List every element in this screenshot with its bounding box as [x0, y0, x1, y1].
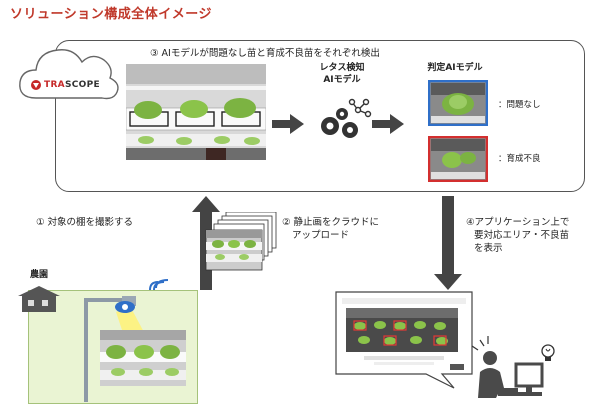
uploaded-photos-stack	[205, 212, 277, 271]
step1-label: ① 対象の棚を撮影する	[36, 217, 134, 228]
page-title: ソリューション構成全体イメージ	[10, 7, 212, 22]
arrow-down	[434, 196, 462, 290]
step4-label-line3: を表示	[474, 243, 503, 254]
farm-house-icon	[18, 286, 60, 312]
lettuce-detection-model-label: レタス検知 AIモデル	[319, 63, 365, 85]
step3-label: ③ AIモデルが問題なし苗と育成不良苗をそれぞれ検出	[150, 48, 380, 59]
trascope-logo-icon	[31, 80, 41, 90]
result-ng-label: ：育成不良	[498, 154, 541, 164]
result-ok-label: ：問題なし	[498, 100, 541, 110]
arrow-right-2	[372, 114, 404, 134]
trascope-logo: TRASCOPE	[44, 80, 100, 90]
judge-model-title: 判定AIモデル	[427, 63, 483, 73]
lettuce-rack-photo	[126, 64, 266, 160]
ai-gears-icon	[321, 98, 372, 138]
result-ng-image	[428, 136, 488, 182]
camera-icon	[115, 301, 135, 313]
app-screen-bubble	[335, 291, 473, 389]
result-ok-image	[428, 80, 488, 126]
logo-suffix: SCOPE	[64, 80, 100, 90]
arrow-right-1	[272, 114, 304, 134]
cloud-icon	[19, 49, 119, 100]
farm-rack-photo	[100, 330, 186, 386]
farm-label: 農園	[30, 270, 49, 280]
logo-prefix: TRA	[44, 80, 65, 90]
user-at-computer-icon	[471, 336, 544, 398]
step2-label-line1: ② 静止画をクラウドに	[282, 217, 380, 228]
step4-label-line2: 要対応エリア・不良苗	[474, 230, 570, 241]
wifi-icon	[149, 279, 168, 291]
step4-label-line1: ④アプリケーション上で	[466, 217, 570, 228]
step2-label-line2: アップロード	[292, 230, 350, 241]
light-bulb-icon	[541, 344, 555, 361]
